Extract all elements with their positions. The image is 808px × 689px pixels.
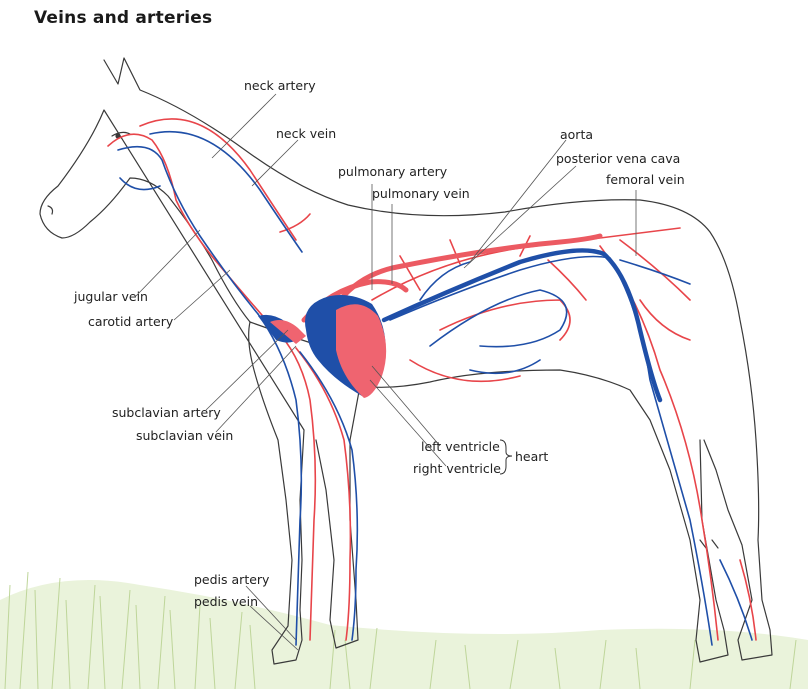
label-pedis-artery: pedis artery [194,572,270,587]
label-pulmonary-vein: pulmonary vein [372,186,470,201]
label-carotid-artery: carotid artery [88,314,174,329]
leader-lines [135,93,637,651]
heart-organ [258,295,387,398]
grass [0,571,808,689]
label-neck-artery: neck artery [244,78,316,93]
label-aorta: aorta [560,127,594,142]
label-femoral-vein: femoral vein [606,172,685,187]
label-posterior-vena-cava: posterior vena cava [556,151,681,166]
label-pulmonary-artery: pulmonary artery [338,164,448,179]
label-heart: heart [515,449,549,464]
label-jugular-vein: jugular vein [74,289,148,304]
aorta-vessel [337,233,603,303]
label-left-ventricle: left ventricle [421,439,500,454]
label-subclavian-vein: subclavian vein [136,428,234,443]
posterior-vena-cava [381,248,663,403]
label-subclavian-artery: subclavian artery [112,405,221,420]
label-pedis-vein: pedis vein [194,594,259,609]
arteries [107,118,757,641]
label-neck-vein: neck vein [276,126,337,141]
page-title: Veins and arteries [34,8,213,28]
label-right-ventricle: right ventricle [413,461,501,476]
heart-brace [499,439,513,475]
